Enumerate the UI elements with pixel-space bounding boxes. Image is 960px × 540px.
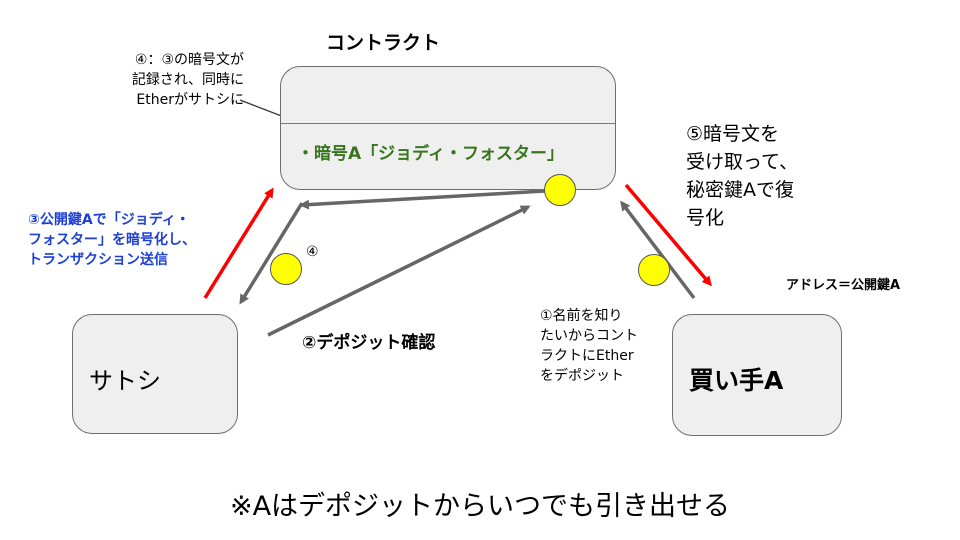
step4-label: ④ [306,244,319,260]
coin-contract [544,174,576,206]
step5-text: ⑤暗号文を 受け取って、 秘密鍵Aで復 号化 [686,123,799,229]
contract-divider [281,123,615,124]
gray-arrow-buyer-to-contract [620,200,696,300]
gray-arrow-satoshi-to-contract [267,205,531,337]
step3-text: ③公開鍵Aで「ジョディ・ フォスター」を暗号化し、 トランザクション送信 [28,212,196,268]
gray-arrow-coin-to-contract-left [299,189,546,210]
contract-content: ・暗号A「ジョディ・フォスター」 [297,144,564,164]
coin-satoshi [270,253,302,285]
contract-box: ・暗号A「ジョディ・フォスター」 [280,66,616,190]
step1-text: ①名前を知り たいからコント ラクトにEther をデポジット [540,308,638,384]
satoshi-label: サトシ [89,367,161,395]
satoshi-box: サトシ [72,314,238,434]
step2-text: ②デポジット確認 [302,333,436,353]
buyer-box: 買い手A [672,314,842,436]
contract-title: コントラクト [326,32,441,54]
red-arrow-satoshi-to-contract [203,187,274,299]
coin-buyer [638,254,670,286]
buyer-label: 買い手A [689,366,784,395]
footer-note: ※Aはデポジットからいつでも引き出せる [229,491,731,522]
step4-note: ④：③の暗号文が 記録され、同時に Etherがサトシに [131,52,244,108]
buyer-address: アドレス＝公開鍵A [786,278,901,293]
red-arrow-contract-to-buyer [624,183,712,287]
gray-arrow-contract-to-satoshi [239,202,304,305]
